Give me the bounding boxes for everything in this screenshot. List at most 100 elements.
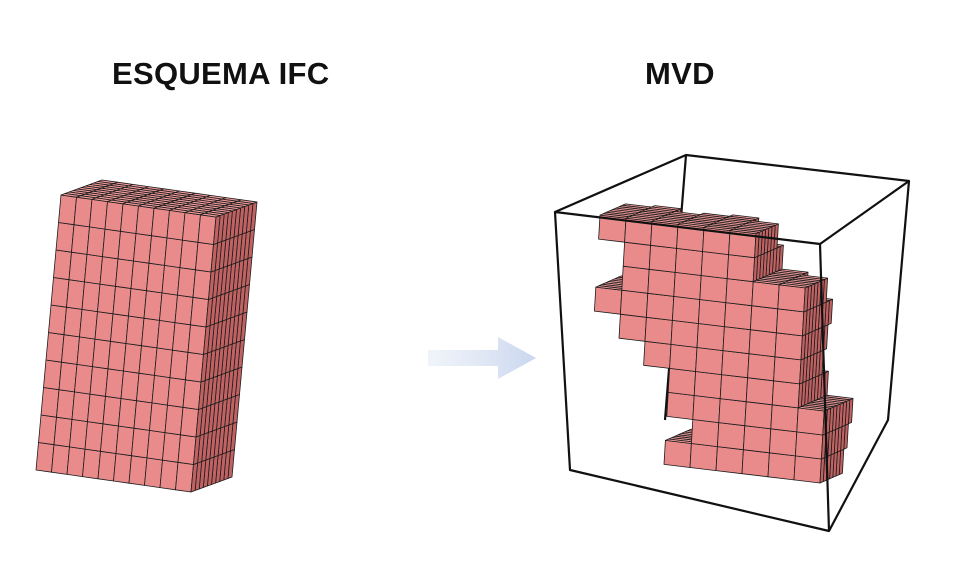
left-cube-voxel (161, 264, 181, 296)
left-cube-voxel (169, 349, 189, 381)
mvd-object-voxel-front-face (644, 316, 673, 345)
left-cube-voxel-front-face (138, 345, 158, 376)
left-cube-voxel (53, 416, 73, 448)
left-cube-voxel (58, 193, 81, 226)
mvd-object-voxel (771, 380, 804, 409)
mvd-object-voxel (622, 241, 651, 270)
mvd-object-voxel-front-face (796, 407, 825, 436)
mvd-object-voxel (728, 228, 760, 259)
left-cube-voxel-front-face (190, 296, 209, 328)
left-cube-voxel (115, 425, 135, 457)
left-cube-voxel (99, 256, 119, 287)
left-cube-voxel (87, 393, 106, 425)
left-cube-voxel-front-face (102, 228, 121, 260)
mvd-object-voxel (673, 271, 702, 300)
mvd-object-voxel-front-face (725, 278, 754, 307)
mvd-object-voxel-front-face (771, 380, 800, 409)
left-cube-voxel (102, 395, 122, 427)
mvd-object-voxel (663, 438, 695, 468)
mvd-object-voxel-top-face (729, 228, 760, 235)
left-cube-voxel-front-face (94, 311, 114, 342)
left-cube-voxel-front-face (84, 421, 104, 452)
left-cube-voxel-top-face (200, 212, 221, 218)
left-cube-voxel (76, 336, 96, 368)
mvd-object-voxel (692, 395, 721, 424)
mvd-object-voxel (741, 449, 770, 478)
left-cube-voxel-front-face (128, 288, 147, 319)
left-cube-voxel-front-face (86, 226, 106, 258)
left-cube-voxel (143, 290, 163, 321)
left-cube-voxel-front-face (180, 406, 199, 438)
left-cube-voxel-front-face (58, 194, 77, 226)
mvd-object-voxel-front-face (646, 292, 675, 321)
left-cube-voxel (58, 361, 78, 393)
left-cube-voxel (84, 253, 103, 285)
left-cube-voxel-front-face (87, 393, 106, 425)
left-cube-voxel-front-face (179, 239, 199, 271)
bounding-box-front-edges (553, 179, 911, 533)
left-cube-voxel (97, 283, 116, 315)
left-cube-voxel-front-face (107, 340, 127, 372)
left-cube-voxel (130, 260, 150, 292)
mvd-object-voxel-front-face (777, 284, 806, 313)
mvd-object-voxel-front-face (663, 439, 692, 468)
mvd-object-voxel (777, 282, 809, 313)
left-cube-voxel (159, 459, 179, 491)
mvd-object-voxel-front-face (699, 275, 728, 304)
mvd-object-voxel-front-face (669, 343, 698, 372)
left-cube-voxel (172, 322, 191, 353)
mvd-object-voxel-front-face (748, 329, 777, 358)
left-cube-voxel (89, 366, 109, 397)
left-cube-voxel-front-face (84, 253, 103, 285)
left-cube-voxel-front-face (53, 416, 73, 448)
mvd-object-voxel-front-face (622, 241, 651, 270)
left-cube-voxel (177, 267, 196, 298)
left-cube-voxel (167, 377, 186, 408)
left-cube-voxel-front-face (151, 374, 171, 406)
mvd-object-voxel (667, 367, 696, 396)
left-cube-voxel (56, 389, 75, 420)
mvd-object-voxel (773, 356, 805, 385)
left-cube-voxel-front-face (92, 338, 111, 370)
mvd-object-voxel (748, 329, 777, 358)
mvd-object-voxel (793, 455, 825, 484)
left-cube-voxel-front-face (148, 235, 168, 266)
left-cube-voxel-front-face (159, 292, 178, 324)
mvd-object-voxel (744, 401, 773, 430)
mvd-object-voxel-front-face (743, 425, 772, 454)
mvd-object-voxel (698, 299, 727, 328)
mvd-object-voxel-front-face (795, 431, 824, 460)
left-cube-voxel (159, 292, 178, 324)
left-cube-voxel-front-face (154, 347, 173, 379)
left-cube-voxel-front-face (123, 343, 142, 374)
left-cube-voxel-front-face (120, 203, 139, 234)
left-cube-voxel (113, 453, 132, 484)
left-cube-voxel (40, 387, 60, 418)
left-cube-voxel (133, 233, 152, 264)
mvd-object-voxel (795, 431, 827, 460)
left-cube-voxel-front-face (151, 207, 170, 239)
left-cube-voxel-front-face (68, 251, 88, 283)
mvd-object-voxel-front-face (715, 446, 744, 475)
mvd-object-voxel-front-face (695, 347, 724, 376)
mvd-object-voxel (695, 347, 724, 376)
left-cube-voxel-front-face (133, 400, 153, 431)
left-cube-voxel (141, 317, 160, 349)
left-cube-voxel (228, 202, 250, 235)
mvd-object-voxel-front-face (696, 323, 725, 352)
left-cube-voxel (50, 277, 70, 308)
left-cube-voxel (138, 345, 158, 376)
mvd-object-voxel (719, 374, 748, 403)
left-cube-voxel (174, 294, 194, 326)
mvd-object-voxel (725, 278, 754, 307)
left-cube-voxel (45, 332, 65, 363)
left-cube-voxel-front-face (195, 241, 214, 273)
left-cube-voxel-front-face (110, 313, 129, 344)
left-cube-voxel-front-face (141, 317, 160, 349)
mvd-object-voxel-front-face (674, 247, 703, 276)
mvd-object-voxel (770, 404, 799, 433)
left-cube-voxel (148, 235, 168, 266)
left-cube-voxel-front-face (99, 256, 119, 287)
left-cube-voxel (102, 228, 121, 260)
left-cube-voxel-front-face (63, 306, 83, 338)
